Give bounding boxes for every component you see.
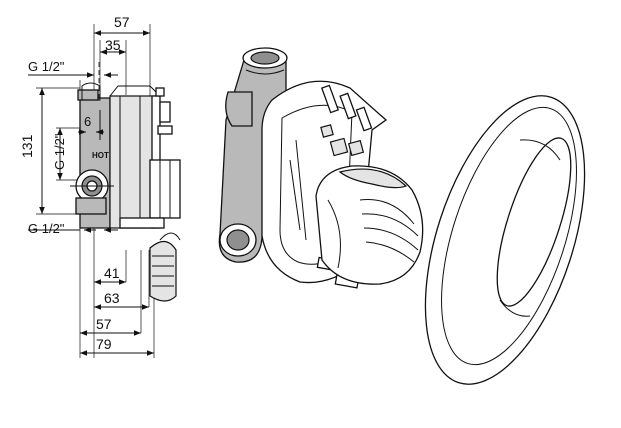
valve-isometric [218,47,424,289]
escutcheon-plate [424,95,586,385]
dome-cap [315,165,424,285]
escutcheon-opening [496,137,572,307]
dim-thread-side: G 1/2" [52,133,67,170]
dim-131: 131 [19,134,35,158]
dim-35: 35 [105,37,121,53]
dim-6: 6 [84,114,91,129]
hot-label: HOT [92,151,109,160]
mounting-frame [109,95,155,229]
dim-thread-top: G 1/2" [28,59,65,74]
dim-63: 63 [104,290,120,306]
side-view-drawing: 57 35 G 1/2" 131 G 1/2" G 1/2" 6 HOT 41 … [19,14,181,358]
dim-41: 41 [104,265,120,281]
dim-thread-bottom: G 1/2" [28,221,65,236]
cover-cap-side [149,240,177,302]
dim-57-bottom: 57 [96,316,112,332]
dim-57-top: 57 [114,14,130,30]
dim-79: 79 [96,336,112,352]
